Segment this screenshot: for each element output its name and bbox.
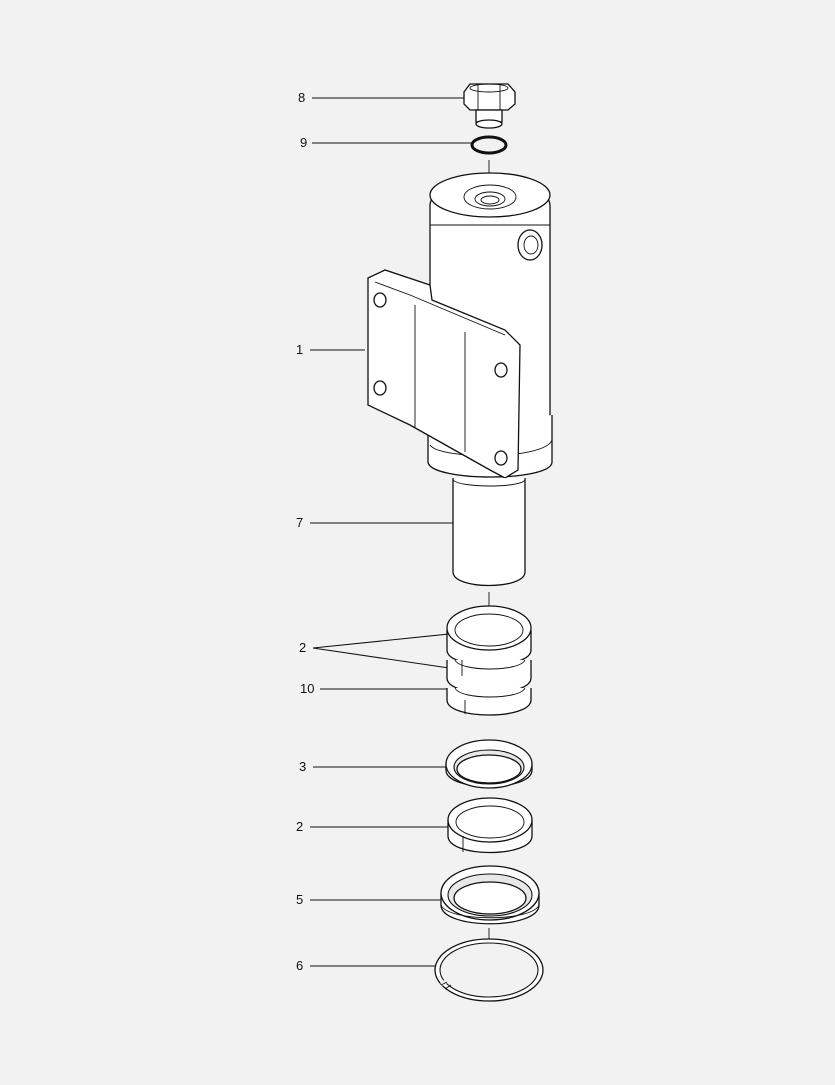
callout-2-lower: 2 bbox=[296, 819, 304, 834]
leader-line-2a-upper bbox=[312, 633, 450, 649]
leader-lines bbox=[310, 97, 472, 967]
part-2-upper-rings bbox=[446, 605, 532, 694]
part-9-o-ring bbox=[470, 135, 508, 155]
part-6-retaining-ring bbox=[434, 938, 544, 1002]
part-5-wiper bbox=[440, 865, 540, 925]
callout-3: 3 bbox=[299, 759, 307, 774]
callout-1: 1 bbox=[296, 342, 304, 357]
part-1-housing bbox=[367, 172, 553, 479]
callout-10: 10 bbox=[300, 681, 315, 696]
part-7-piston bbox=[452, 478, 526, 587]
callout-7: 7 bbox=[296, 515, 304, 530]
callout-6: 6 bbox=[296, 958, 304, 973]
part-10-ring bbox=[446, 687, 532, 716]
part-3-seal bbox=[445, 739, 533, 789]
callout-9: 9 bbox=[300, 135, 308, 150]
part-8-plug bbox=[463, 83, 516, 129]
callout-8: 8 bbox=[298, 90, 306, 105]
callout-5: 5 bbox=[296, 892, 304, 907]
part-2-lower-ring bbox=[447, 797, 533, 854]
leader-line-2a-lower bbox=[312, 647, 450, 669]
callout-2-upper: 2 bbox=[299, 640, 307, 655]
